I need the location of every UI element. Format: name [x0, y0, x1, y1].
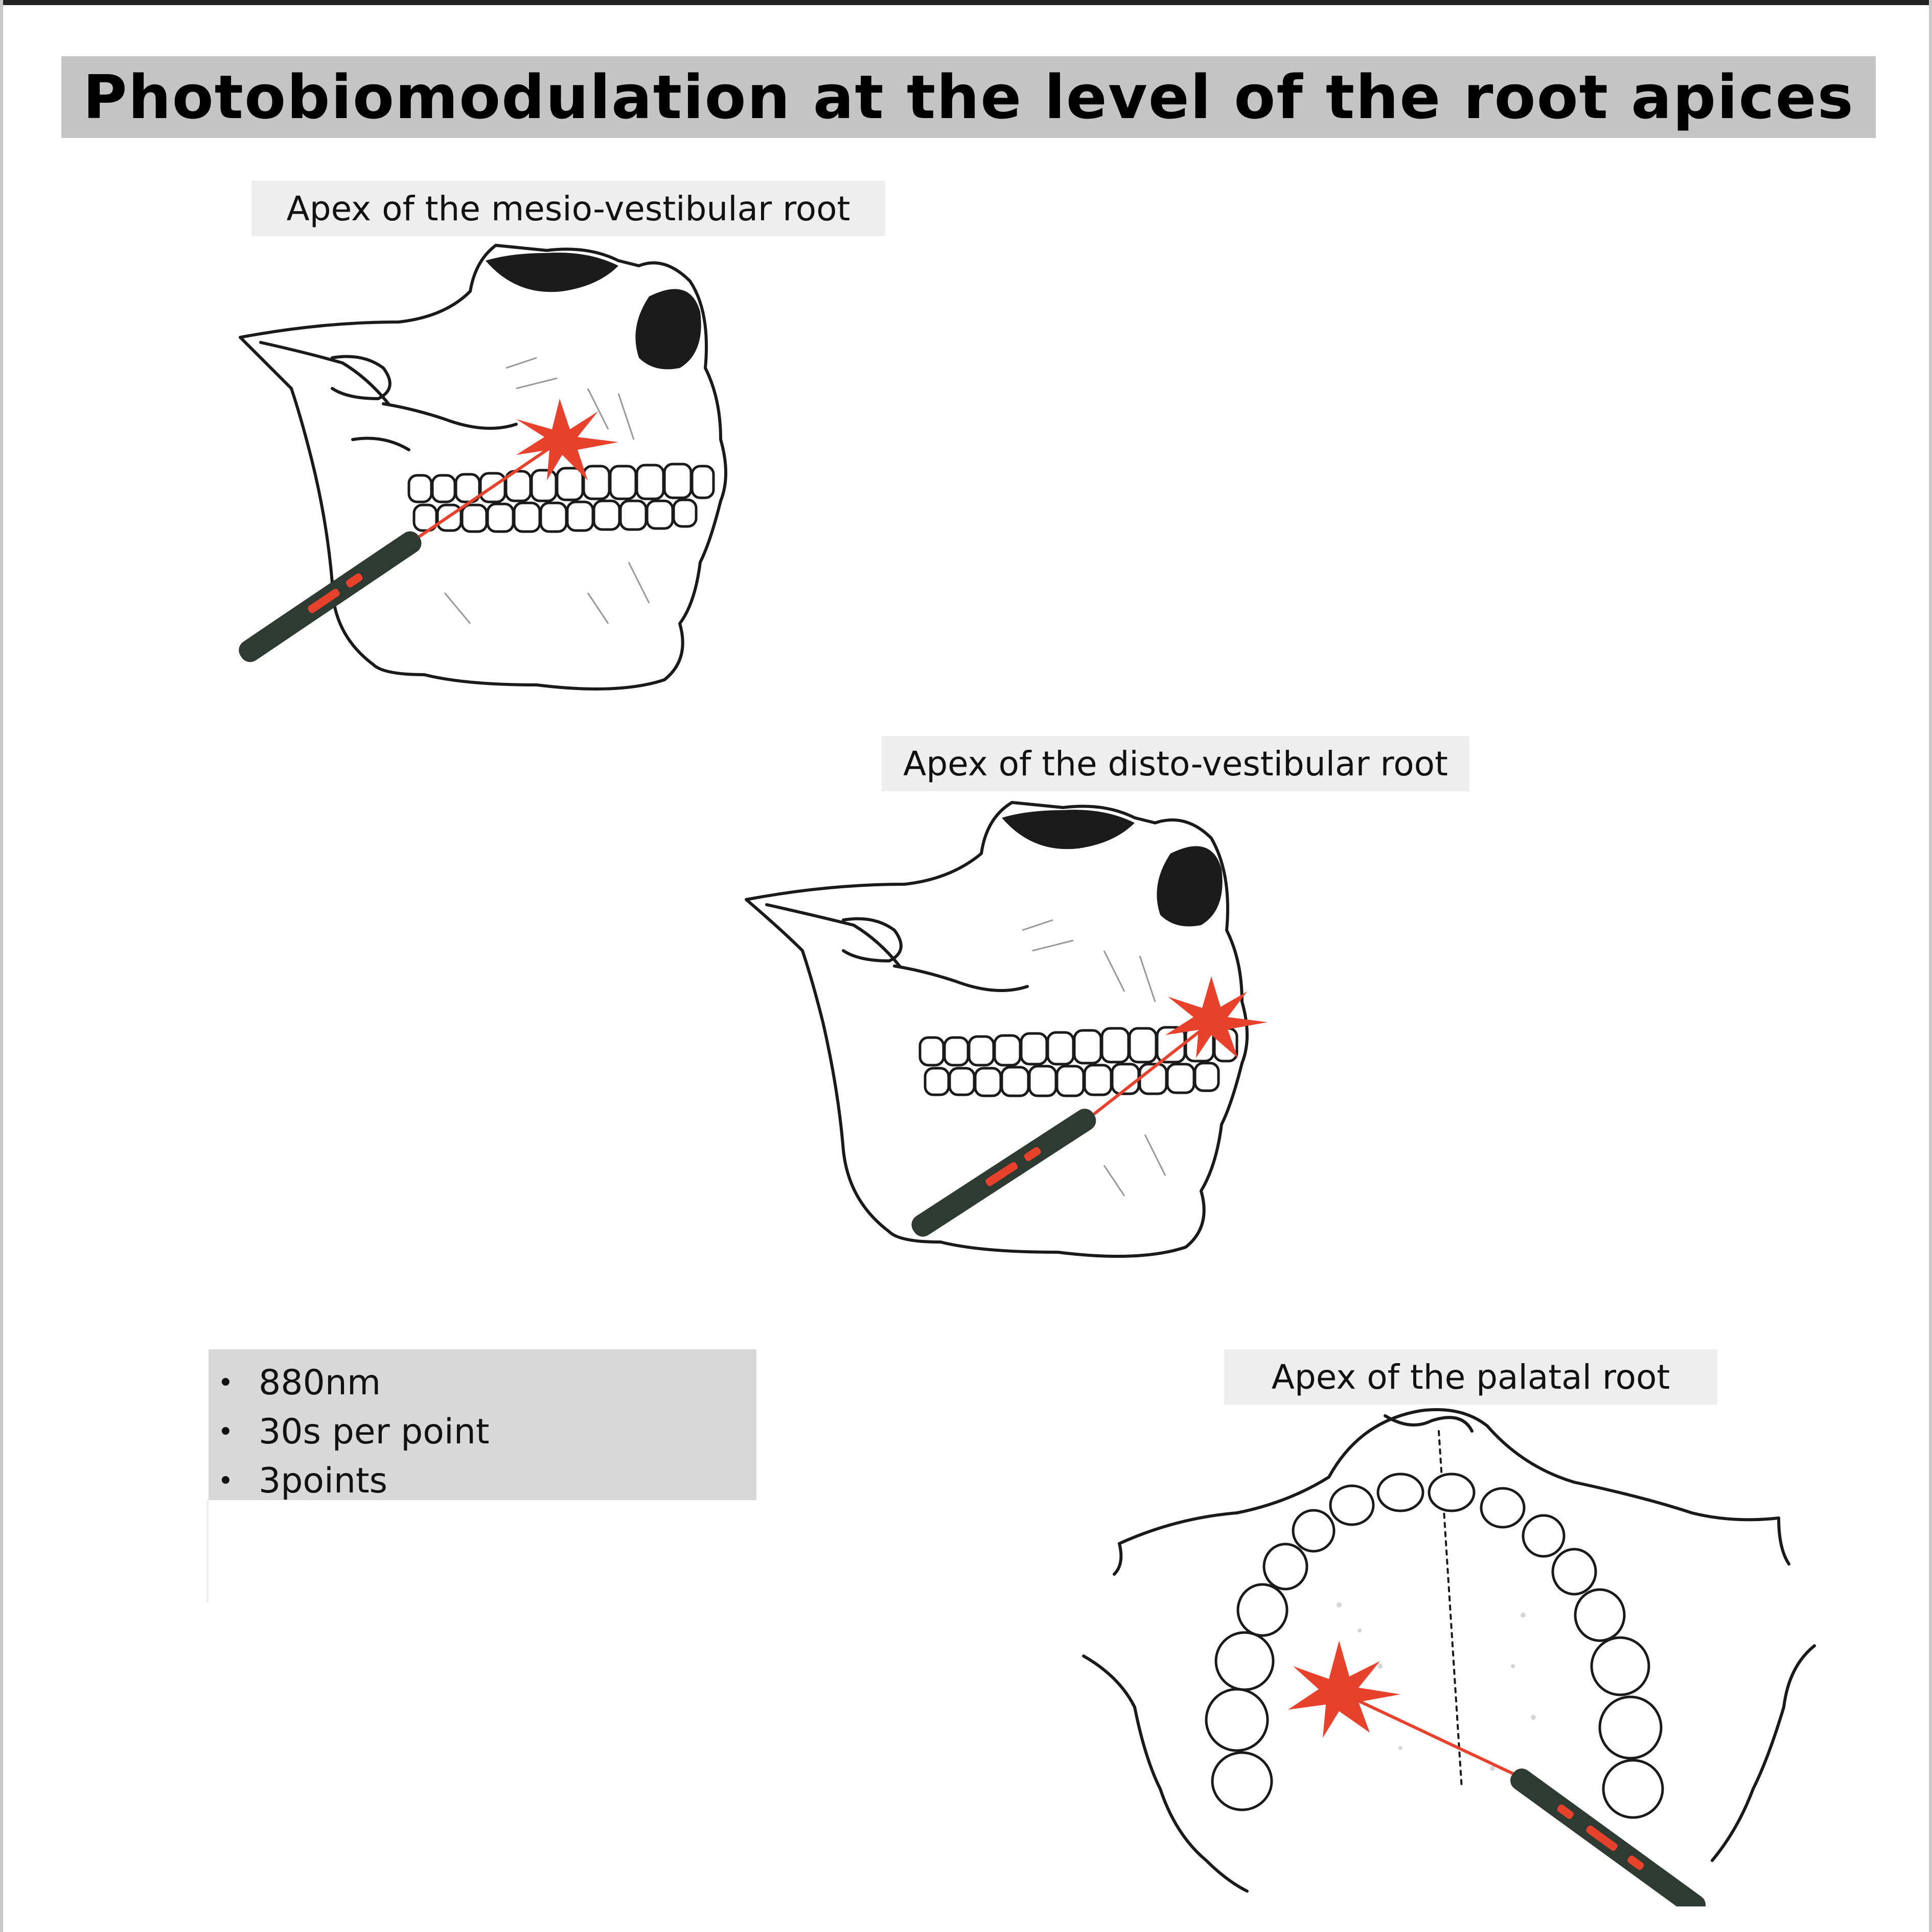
- parameter-wavelength: •880nm: [209, 1359, 756, 1408]
- label-disto-vestibular: Apex of the disto-vestibular root: [882, 736, 1469, 791]
- parameter-duration: •30s per point: [209, 1408, 756, 1457]
- skull-illustration-disto: [745, 801, 1268, 1258]
- bullet-icon: •: [218, 1417, 234, 1447]
- frame-top-border: [0, 0, 1932, 5]
- frame-left-border: [0, 0, 3, 1932]
- frame-right-border: [1929, 0, 1932, 1932]
- bullet-icon: •: [218, 1368, 234, 1398]
- parameters-box: •880nm •30s per point •3points: [209, 1349, 756, 1501]
- label-palatal: Apex of the palatal root: [1224, 1349, 1717, 1405]
- parameters-list: •880nm •30s per point •3points: [209, 1349, 756, 1506]
- skull-illustration-mesio: [239, 244, 727, 691]
- bullet-icon: •: [218, 1466, 234, 1497]
- parameter-points: •3points: [209, 1457, 756, 1506]
- parameters-box-edge: [206, 1500, 209, 1602]
- page-title: Photobiomodulation at the level of the r…: [83, 62, 1854, 132]
- title-bar: Photobiomodulation at the level of the r…: [61, 56, 1876, 138]
- palate-illustration: [1082, 1408, 1816, 1906]
- label-mesio-vestibular: Apex of the mesio-vestibular root: [251, 181, 885, 236]
